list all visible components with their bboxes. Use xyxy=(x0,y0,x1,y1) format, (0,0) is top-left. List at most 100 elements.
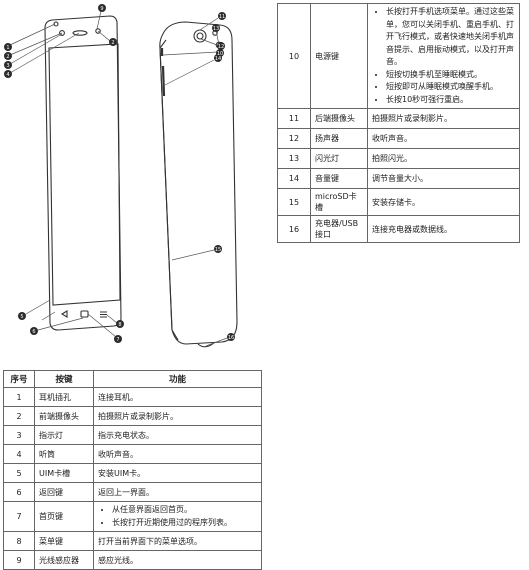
back-key-shape xyxy=(60,310,68,318)
callout-label-9: 9 xyxy=(100,6,103,12)
bullet-item: 短按切换手机至睡眠模式。 xyxy=(386,69,515,82)
row-no: 11 xyxy=(277,108,311,129)
table-row: 13 闪光灯 拍照闪光。 xyxy=(277,148,520,169)
usb-port-shape xyxy=(197,342,215,348)
row-func: 收听声音。 xyxy=(367,128,520,149)
row-key: 后端摄像头 xyxy=(310,108,368,129)
rear-camera-lens-shape xyxy=(196,32,204,40)
row-key: 光线感应器 xyxy=(34,550,94,570)
callout-11 xyxy=(218,12,226,20)
table-row: 12 扬声器 收听声音。 xyxy=(277,128,520,149)
callout-label-16: 16 xyxy=(228,335,234,341)
table-row: 3 指示灯 指示充电状态。 xyxy=(3,425,262,445)
bullet-item: 短按即可从睡眠模式唤醒手机。 xyxy=(386,81,515,94)
callout-label-15: 15 xyxy=(215,247,221,253)
phone-diagram: 1 2 3 4 9 2 5 8 7 6 11 12 13 14 10 15 16 xyxy=(4,4,238,348)
callout-2b xyxy=(109,38,117,46)
row-key: 首页键 xyxy=(34,501,94,532)
callout-9 xyxy=(98,4,106,12)
row-key: microSD卡槽 xyxy=(310,188,368,216)
row-key: 前端摄像头 xyxy=(34,406,94,426)
row-key: 返回键 xyxy=(34,482,94,502)
row-no: 9 xyxy=(3,550,35,570)
callout-1 xyxy=(4,43,12,51)
row-func: 拍摄照片或录制影片。 xyxy=(367,108,520,129)
callout-13 xyxy=(212,24,220,32)
row-func: 返回上一界面。 xyxy=(93,482,262,502)
callout-label-12: 12 xyxy=(218,44,224,50)
callout-label-13: 13 xyxy=(213,26,219,32)
callout-8 xyxy=(116,320,124,328)
row-key: 音量键 xyxy=(310,168,368,189)
header-key: 按键 xyxy=(34,370,94,388)
row-func: 感应光线。 xyxy=(93,550,262,570)
callout-7 xyxy=(114,335,122,343)
callout-16 xyxy=(227,333,235,341)
row-key: 菜单键 xyxy=(34,531,94,551)
callout-3 xyxy=(4,61,12,69)
phone-back-body xyxy=(159,21,238,345)
phone-front-body xyxy=(44,15,122,331)
row-func: 调节音量大小。 xyxy=(367,168,520,189)
row-key: 扬声器 xyxy=(310,128,368,149)
row-func: 指示充电状态。 xyxy=(93,425,262,445)
row-func: 安装存储卡。 xyxy=(367,188,520,216)
row-no: 2 xyxy=(3,406,35,426)
table-row: 7 首页键 从任意界面返回首页。 长按打开近期使用过的程序列表。 xyxy=(3,501,262,532)
callout-label-4: 4 xyxy=(6,72,9,78)
bullet-item: 长按打开近期使用过的程序列表。 xyxy=(112,517,257,530)
callout-5 xyxy=(18,312,26,320)
table-row: 9 光线感应器 感应光线。 xyxy=(3,550,262,570)
callout-label-1: 1 xyxy=(6,45,9,51)
row-key: 耳机插孔 xyxy=(34,387,94,407)
callout-12 xyxy=(217,42,225,50)
callout-label-5: 5 xyxy=(20,314,23,320)
row-key: 电源键 xyxy=(310,3,368,109)
row-no: 7 xyxy=(3,501,35,532)
volume-key-shape xyxy=(161,65,166,97)
front-camera-shape xyxy=(95,28,101,34)
row-no: 16 xyxy=(277,215,311,243)
table-row: 15 microSD卡槽 安装存储卡。 xyxy=(277,188,520,216)
row-func: 从任意界面返回首页。 长按打开近期使用过的程序列表。 xyxy=(93,501,262,532)
table-row: 5 UIM卡槽 安装UIM卡。 xyxy=(3,463,262,483)
bullet-item: 长按10秒可强行重启。 xyxy=(386,94,515,107)
indicator-shape xyxy=(59,30,65,36)
callout-6 xyxy=(30,327,38,335)
row-func: 连接耳机。 xyxy=(93,387,262,407)
row-no: 15 xyxy=(277,188,311,216)
row-no: 3 xyxy=(3,425,35,445)
row-no: 5 xyxy=(3,463,35,483)
callout-4 xyxy=(4,70,12,78)
row-func: 拍摄照片或录制影片。 xyxy=(93,406,262,426)
row-key: 听筒 xyxy=(34,444,94,464)
callout-label-7: 7 xyxy=(116,337,119,343)
row-no: 4 xyxy=(3,444,35,464)
home-key-shape xyxy=(80,310,89,318)
callout-label-14: 14 xyxy=(215,56,221,62)
callout-2 xyxy=(4,52,12,60)
callout-10 xyxy=(216,49,224,57)
row-no: 1 xyxy=(3,387,35,407)
callout-15 xyxy=(214,245,222,253)
phone-back-side xyxy=(159,39,179,341)
row-func: 安装UIM卡。 xyxy=(93,463,262,483)
header-func: 功能 xyxy=(93,370,262,388)
callout-label-2b: 2 xyxy=(111,40,114,46)
bullet-item: 从任意界面返回首页。 xyxy=(112,504,257,517)
earpiece-shape xyxy=(72,30,88,36)
phone-front-screen xyxy=(48,43,121,306)
row-no: 8 xyxy=(3,531,35,551)
table-row: 6 返回键 返回上一界面。 xyxy=(3,482,262,502)
row-no: 12 xyxy=(277,128,311,149)
row-func: 连接充电器或数据线。 xyxy=(367,215,520,243)
menu-key-shape xyxy=(100,311,107,318)
table-row: 1 耳机插孔 连接耳机。 xyxy=(3,387,262,407)
row-key: 闪光灯 xyxy=(310,148,368,169)
table-row: 4 听筒 收听声音。 xyxy=(3,444,262,464)
row-no: 10 xyxy=(277,3,311,109)
row-func: 拍照闪光。 xyxy=(367,148,520,169)
callout-label-6: 6 xyxy=(32,329,35,335)
table-row: 8 菜单键 打开当前界面下的菜单选项。 xyxy=(3,531,262,551)
table-row: 2 前端摄像头 拍摄照片或录制影片。 xyxy=(3,406,262,426)
